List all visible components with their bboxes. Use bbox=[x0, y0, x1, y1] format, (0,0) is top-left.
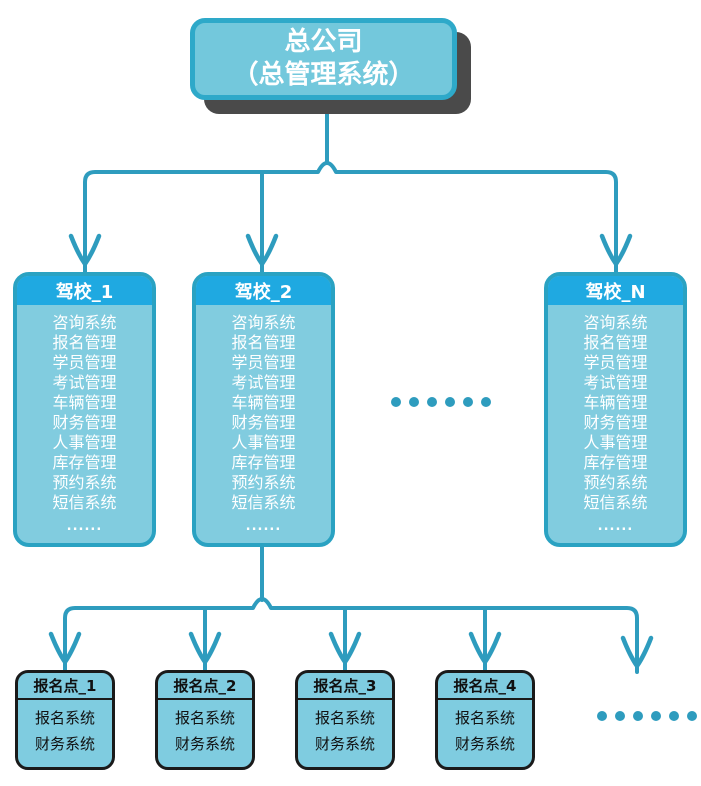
ellipsis-dots-points bbox=[597, 711, 697, 721]
point-title: 报名点_1 bbox=[18, 673, 112, 700]
point-node-1: 报名点_1 报名系统财务系统 bbox=[15, 670, 115, 770]
list-item: 考试管理 bbox=[52, 373, 117, 392]
ellipsis-dots-schools bbox=[391, 397, 491, 407]
point-system-list: 报名系统财务系统 bbox=[18, 700, 112, 757]
list-item: 考试管理 bbox=[583, 373, 648, 392]
ellipsis-dot bbox=[615, 711, 625, 721]
list-item: 库存管理 bbox=[583, 453, 648, 472]
point-title: 报名点_2 bbox=[158, 673, 252, 700]
ellipsis-dot bbox=[445, 397, 455, 407]
school-system-list: 咨询系统报名管理学员管理考试管理车辆管理财务管理人事管理库存管理预约系统短信系统 bbox=[196, 305, 331, 513]
school-title: 驾校_2 bbox=[196, 276, 331, 305]
school-list-ellipsis: ...... bbox=[597, 519, 634, 534]
list-item: 报名管理 bbox=[52, 333, 117, 352]
arrowhead-point-1 bbox=[48, 631, 82, 665]
list-item: 学员管理 bbox=[583, 353, 648, 372]
list-item: 短信系统 bbox=[583, 493, 648, 512]
arrowhead-point-4 bbox=[468, 631, 502, 665]
ellipsis-dot bbox=[409, 397, 419, 407]
list-item: 咨询系统 bbox=[583, 313, 648, 332]
school-title: 驾校_1 bbox=[17, 276, 152, 305]
ellipsis-dot bbox=[391, 397, 401, 407]
arrowhead-school-1 bbox=[68, 233, 102, 267]
list-item: 人事管理 bbox=[583, 433, 648, 452]
list-item: 人事管理 bbox=[231, 433, 296, 452]
lower-branch-line bbox=[63, 597, 639, 674]
list-item: 财务系统 bbox=[314, 735, 375, 753]
ellipsis-dot bbox=[651, 711, 661, 721]
list-item: 车辆管理 bbox=[583, 393, 648, 412]
ellipsis-dot bbox=[481, 397, 491, 407]
list-item: 咨询系统 bbox=[231, 313, 296, 332]
list-item: 财务系统 bbox=[174, 735, 235, 753]
list-item: 预约系统 bbox=[52, 473, 117, 492]
point-node-4: 报名点_4 报名系统财务系统 bbox=[435, 670, 535, 770]
arrowhead-point-3 bbox=[328, 631, 362, 665]
point-node-3: 报名点_3 报名系统财务系统 bbox=[295, 670, 395, 770]
list-item: 学员管理 bbox=[231, 353, 296, 372]
ellipsis-dot bbox=[669, 711, 679, 721]
list-item: 财务系统 bbox=[454, 735, 515, 753]
list-item: 报名系统 bbox=[314, 709, 375, 727]
point-system-list: 报名系统财务系统 bbox=[438, 700, 532, 757]
root-title-line2: （总管理系统） bbox=[232, 60, 415, 90]
arrowhead-point-2 bbox=[188, 631, 222, 665]
list-item: 报名系统 bbox=[34, 709, 95, 727]
school-node-1: 驾校_1 咨询系统报名管理学员管理考试管理车辆管理财务管理人事管理库存管理预约系… bbox=[13, 272, 156, 547]
root-title-line1: 总公司 bbox=[284, 27, 363, 57]
point-title: 报名点_3 bbox=[298, 673, 392, 700]
point-system-list: 报名系统财务系统 bbox=[158, 700, 252, 757]
list-item: 车辆管理 bbox=[231, 393, 296, 412]
ellipsis-dot bbox=[687, 711, 697, 721]
school-node-2: 驾校_2 咨询系统报名管理学员管理考试管理车辆管理财务管理人事管理库存管理预约系… bbox=[192, 272, 335, 547]
list-item: 财务管理 bbox=[583, 413, 648, 432]
ellipsis-dot bbox=[463, 397, 473, 407]
list-item: 报名系统 bbox=[174, 709, 235, 727]
root-node: 总公司 （总管理系统） bbox=[190, 18, 457, 100]
ellipsis-dot bbox=[427, 397, 437, 407]
list-item: 库存管理 bbox=[52, 453, 117, 472]
school-list-ellipsis: ...... bbox=[66, 519, 103, 534]
list-item: 报名管理 bbox=[583, 333, 648, 352]
list-item: 车辆管理 bbox=[52, 393, 117, 412]
list-item: 报名管理 bbox=[231, 333, 296, 352]
point-system-list: 报名系统财务系统 bbox=[298, 700, 392, 757]
school-node-n: 驾校_N 咨询系统报名管理学员管理考试管理车辆管理财务管理人事管理库存管理预约系… bbox=[544, 272, 687, 547]
list-item: 短信系统 bbox=[52, 493, 117, 512]
list-item: 财务管理 bbox=[52, 413, 117, 432]
school-list-ellipsis: ...... bbox=[245, 519, 282, 534]
ellipsis-dot bbox=[597, 711, 607, 721]
list-item: 库存管理 bbox=[231, 453, 296, 472]
list-item: 考试管理 bbox=[231, 373, 296, 392]
list-item: 财务管理 bbox=[231, 413, 296, 432]
upper-branch-line bbox=[83, 161, 618, 274]
school-system-list: 咨询系统报名管理学员管理考试管理车辆管理财务管理人事管理库存管理预约系统短信系统 bbox=[548, 305, 683, 513]
list-item: 人事管理 bbox=[52, 433, 117, 452]
school-system-list: 咨询系统报名管理学员管理考试管理车辆管理财务管理人事管理库存管理预约系统短信系统 bbox=[17, 305, 152, 513]
arrowhead-school-2 bbox=[245, 233, 279, 267]
list-item: 预约系统 bbox=[583, 473, 648, 492]
list-item: 短信系统 bbox=[231, 493, 296, 512]
list-item: 预约系统 bbox=[231, 473, 296, 492]
school-title: 驾校_N bbox=[548, 276, 683, 305]
list-item: 学员管理 bbox=[52, 353, 117, 372]
arrowhead-point-more bbox=[620, 635, 654, 669]
arrowhead-school-n bbox=[599, 233, 633, 267]
list-item: 报名系统 bbox=[454, 709, 515, 727]
point-node-2: 报名点_2 报名系统财务系统 bbox=[155, 670, 255, 770]
point-title: 报名点_4 bbox=[438, 673, 532, 700]
list-item: 咨询系统 bbox=[52, 313, 117, 332]
list-item: 财务系统 bbox=[34, 735, 95, 753]
ellipsis-dot bbox=[633, 711, 643, 721]
